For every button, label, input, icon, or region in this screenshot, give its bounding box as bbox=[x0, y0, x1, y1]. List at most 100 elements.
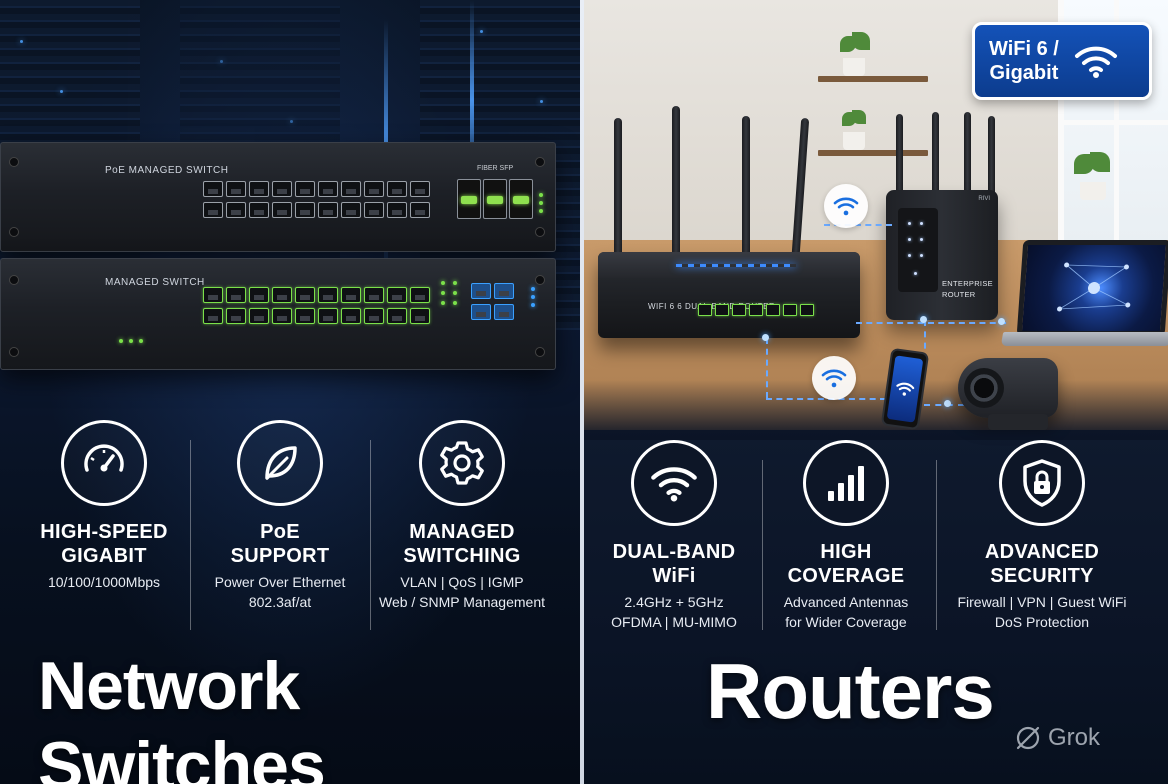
feature-subtitle: OFDMA | MU-MIMO bbox=[611, 614, 737, 630]
sfp-port bbox=[483, 179, 507, 219]
feature-high-speed: HIGH-SPEED GIGABIT 10/100/1000Mbps bbox=[14, 420, 194, 592]
sfp-port bbox=[457, 179, 481, 219]
shield-lock-icon bbox=[999, 440, 1085, 526]
feature-title: HIGH bbox=[820, 541, 872, 563]
poe-managed-switch: PoE MANAGED SWITCH FIBER SFP bbox=[0, 142, 556, 252]
network-link bbox=[766, 338, 768, 398]
wifi-icon bbox=[1074, 46, 1117, 78]
rack-screw bbox=[535, 275, 545, 285]
status-leds bbox=[531, 287, 535, 307]
rack-screw bbox=[9, 347, 19, 357]
camera-lens bbox=[964, 368, 1004, 408]
speedometer-icon bbox=[61, 420, 147, 506]
feature-title: COVERAGE bbox=[787, 565, 905, 587]
enterprise-label: ENTERPRISE bbox=[942, 279, 993, 288]
panel-divider bbox=[580, 0, 584, 784]
feature-subtitle: Web / SNMP Management bbox=[378, 594, 545, 610]
rack-screw bbox=[9, 157, 19, 167]
router-antenna bbox=[742, 116, 750, 266]
router-features: DUAL-BAND WiFi 2.4GHz + 5GHz OFDMA | MU-… bbox=[584, 440, 1168, 640]
wifi-icon bbox=[896, 382, 915, 396]
enterprise-router: RIVI ENTERPRISE ROUTER bbox=[886, 190, 998, 320]
feature-subtitle: Firewall | VPN | Guest WiFi bbox=[957, 594, 1127, 610]
feature-subtitle: DoS Protection bbox=[994, 614, 1090, 630]
potted-plant bbox=[834, 104, 874, 150]
network-node bbox=[998, 318, 1005, 325]
divider bbox=[936, 460, 937, 630]
network-link bbox=[766, 398, 886, 400]
feature-dual-band: DUAL-BAND WiFi 2.4GHz + 5GHz OFDMA | MU-… bbox=[584, 440, 764, 632]
router-antenna bbox=[896, 114, 903, 194]
feature-title: SUPPORT bbox=[230, 545, 330, 567]
potted-plant bbox=[834, 30, 874, 76]
network-link bbox=[924, 320, 926, 360]
network-node bbox=[920, 316, 927, 323]
laptop-base bbox=[1000, 332, 1168, 346]
feature-title: HIGH-SPEED bbox=[40, 521, 168, 543]
rack-screw bbox=[535, 157, 545, 167]
feature-title: GIGABIT bbox=[61, 545, 147, 567]
feature-title: ADVANCED bbox=[984, 541, 1100, 563]
smartphone bbox=[880, 347, 930, 431]
feature-subtitle: 10/100/1000Mbps bbox=[47, 574, 161, 590]
laptop-screen bbox=[1016, 240, 1168, 336]
rack-screw bbox=[535, 347, 545, 357]
divider bbox=[762, 460, 763, 630]
router-lan-ports bbox=[698, 304, 814, 316]
status-leds bbox=[453, 281, 457, 305]
switch-label: PoE MANAGED SWITCH bbox=[105, 165, 229, 176]
wall-shelf bbox=[818, 76, 928, 82]
rack-screw bbox=[9, 227, 19, 237]
status-leds bbox=[539, 193, 543, 213]
wifi-icon bbox=[812, 356, 856, 400]
divider bbox=[370, 440, 371, 630]
rack-screw bbox=[535, 227, 545, 237]
feature-advanced-security: ADVANCED SECURITY Firewall | VPN | Guest… bbox=[940, 440, 1144, 632]
router-front-leds bbox=[898, 208, 938, 292]
feature-title: SECURITY bbox=[990, 565, 1094, 587]
signal-bars-icon bbox=[803, 440, 889, 526]
feature-title: WiFi bbox=[652, 565, 696, 587]
watermark-text: Grok bbox=[1048, 724, 1101, 751]
wifi-icon bbox=[824, 184, 868, 228]
badge-line: Gigabit bbox=[989, 62, 1059, 84]
status-leds bbox=[119, 339, 143, 343]
routers-panel: WiFi 6 / Gigabit WIFI 6 6 DUAL-BAND ROUT… bbox=[584, 0, 1168, 784]
desk-fade bbox=[584, 380, 1168, 440]
feature-poe: PoE SUPPORT Power Over Ethernet 802.3af/… bbox=[190, 420, 370, 612]
feature-subtitle: Advanced Antennas bbox=[783, 594, 909, 610]
uplink-port-grid bbox=[471, 283, 514, 320]
wifi6-gigabit-badge: WiFi 6 / Gigabit bbox=[972, 22, 1152, 100]
network-node bbox=[762, 334, 769, 341]
feature-subtitle: for Wider Coverage bbox=[785, 614, 907, 630]
network-link bbox=[856, 322, 1006, 324]
status-leds bbox=[441, 281, 445, 305]
router-antenna bbox=[988, 116, 995, 196]
enterprise-label: ROUTER bbox=[942, 290, 976, 299]
switches-title: Network Switches bbox=[38, 648, 326, 784]
grok-watermark: Grok bbox=[1014, 724, 1100, 752]
feature-subtitle: VLAN | QoS | IGMP bbox=[400, 574, 524, 590]
router-antenna bbox=[964, 112, 971, 194]
network-link bbox=[824, 224, 892, 226]
camera-stand bbox=[988, 414, 1048, 430]
routers-title: Routers bbox=[706, 647, 995, 735]
feature-title: DUAL-BAND bbox=[612, 541, 736, 563]
badge-line: WiFi 6 / bbox=[989, 38, 1059, 60]
wifi-icon bbox=[631, 440, 717, 526]
ethernet-port-grid bbox=[203, 181, 430, 218]
rack-light-strip bbox=[470, 0, 474, 200]
feature-title: PoE bbox=[260, 521, 300, 543]
feature-high-coverage: HIGH COVERAGE Advanced Antennas for Wide… bbox=[756, 440, 936, 632]
feature-managed: MANAGED SWITCHING VLAN | QoS | IGMP Web … bbox=[372, 420, 552, 612]
rack-screw bbox=[9, 275, 19, 285]
potted-plant bbox=[1068, 150, 1118, 200]
feature-subtitle: Power Over Ethernet bbox=[214, 574, 346, 590]
gear-icon bbox=[419, 420, 505, 506]
sfp-port bbox=[509, 179, 533, 219]
wall-shelf bbox=[818, 150, 928, 156]
ethernet-port-grid bbox=[203, 287, 430, 324]
grok-logo-icon bbox=[1016, 726, 1040, 750]
managed-switch: MANAGED SWITCH bbox=[0, 258, 556, 370]
switch-label: MANAGED SWITCH bbox=[105, 277, 205, 288]
